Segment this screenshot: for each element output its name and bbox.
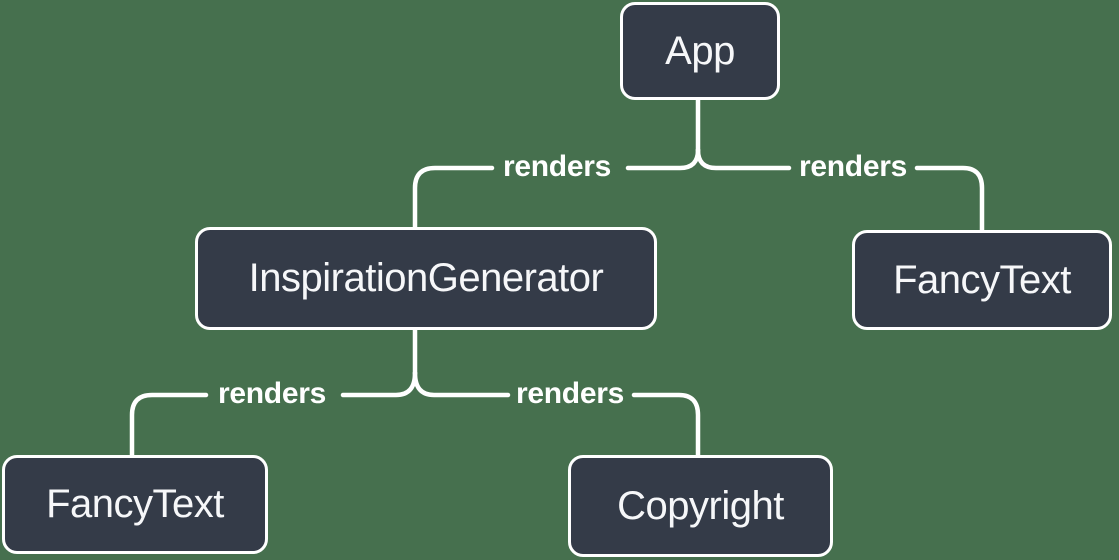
node-copyright: Copyright — [568, 455, 833, 557]
edge-label-renders-app-inspirationgenerator: renders — [503, 150, 611, 183]
node-fancytext-top: FancyText — [852, 230, 1112, 330]
edge-inspirationgenerator-to-copyright — [412, 370, 701, 458]
edge-label-renders-inspirationgenerator-copyright: renders — [516, 377, 624, 410]
edge-label-renders-inspirationgenerator-fancytext: renders — [218, 377, 326, 410]
node-app: App — [620, 2, 780, 100]
edge-label-renders-app-fancytext: renders — [799, 150, 907, 183]
node-inspiration-generator: InspirationGenerator — [195, 227, 657, 330]
edge-app-to-fancytext — [695, 147, 985, 233]
node-fancytext-bottom: FancyText — [2, 455, 268, 554]
